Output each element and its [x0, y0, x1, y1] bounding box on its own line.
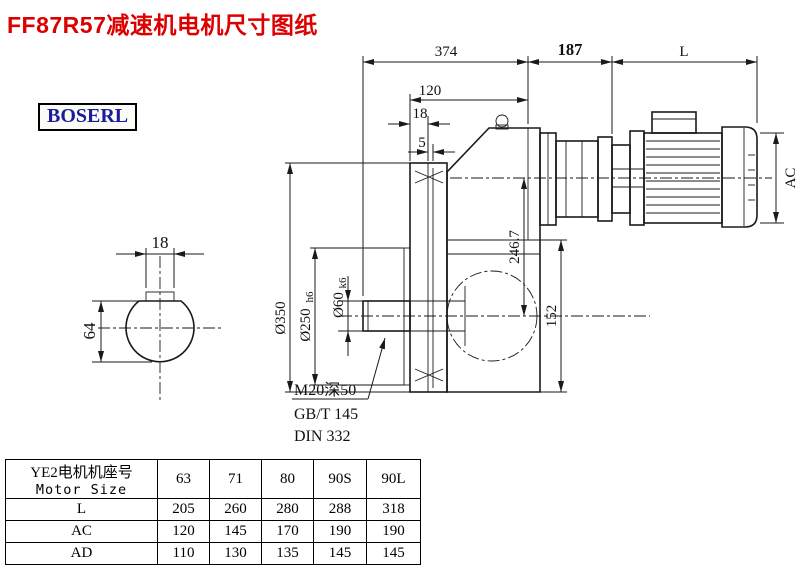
dim-L-label: L [679, 44, 688, 60]
table-cell: 130 [209, 542, 262, 565]
fan-cover [721, 126, 758, 228]
dim-AC-label: AC [783, 168, 799, 189]
table-cell: 170 [261, 520, 314, 543]
table-cell: 145 [209, 520, 262, 543]
table-cell: 280 [261, 498, 314, 521]
gear-housing [446, 127, 541, 393]
dim-246-7-label: 246.7 [507, 230, 523, 264]
table-header-size-90L: 90L [366, 459, 421, 499]
table-cell: 135 [261, 542, 314, 565]
dim-dia60-label: Ø60 [331, 292, 347, 318]
table-header-size-80: 80 [261, 459, 314, 499]
dim-5-label: 5 [418, 135, 426, 151]
table-row-L: L 205 260 280 288 318 [5, 498, 421, 521]
dim-dia250-label: Ø250 [298, 308, 314, 341]
dim-152-label: 152 [544, 305, 560, 328]
table-header-size-71: 71 [209, 459, 262, 499]
table-row-label: AC [5, 520, 158, 543]
terminal-box [651, 111, 697, 134]
dim-key-width-label: 18 [152, 233, 169, 252]
lifting-eye [495, 114, 509, 128]
table-header-motor-size: YE2电机机座号 Motor Size [5, 459, 158, 499]
adapter-flange [597, 136, 613, 222]
mounting-flange [409, 162, 448, 393]
motor-fins [646, 140, 720, 214]
dim-dia250-tolerance: h6 [304, 291, 316, 303]
flange-spigot [403, 247, 411, 386]
technical-drawing: 18 64 [80, 40, 799, 445]
note-leader-line [367, 337, 386, 400]
table-row-AC: AC 120 145 170 190 190 [5, 520, 421, 543]
gear-pitch-circle [446, 270, 538, 362]
dim-dia60-tolerance: k6 [337, 277, 349, 289]
dimensions: 374 187 L 120 18 5 AC 246.7 [273, 40, 799, 393]
table-cell: 190 [313, 520, 367, 543]
table-cell: 145 [366, 542, 421, 565]
second-stage-reducer [555, 140, 599, 218]
note-din: DIN 332 [294, 428, 350, 445]
dim-374-label: 374 [435, 44, 458, 60]
dim-18-label: 18 [413, 106, 428, 122]
shaft-section-circle [125, 300, 195, 363]
table-cell: 288 [313, 498, 367, 521]
table-cell: 205 [157, 498, 210, 521]
dim-120-label: 120 [419, 83, 442, 99]
table-cell: 190 [366, 520, 421, 543]
table-header-cn: YE2电机机座号 [30, 464, 133, 481]
table-header-row: YE2电机机座号 Motor Size 63 71 80 90S 90L [5, 459, 421, 499]
dim-key-height-label: 64 [80, 322, 99, 340]
table-row-label: L [5, 498, 158, 521]
dim-187-label: 187 [558, 40, 583, 59]
brand-logo: BOSERL [38, 103, 138, 131]
table-cell: 110 [157, 542, 210, 565]
dim-dia350-label: Ø350 [273, 301, 289, 334]
main-side-view [340, 111, 772, 393]
page-title: FF87R57减速机电机尺寸图纸 [7, 12, 318, 38]
table-cell: 120 [157, 520, 210, 543]
table-cell: 260 [209, 498, 262, 521]
table-header-size-90S: 90S [313, 459, 367, 499]
motor-size-table: YE2电机机座号 Motor Size 63 71 80 90S 90L L 2… [5, 459, 421, 565]
table-row-label: AD [5, 542, 158, 565]
table-cell: 318 [366, 498, 421, 521]
note-gbt: GB/T 145 [294, 406, 358, 423]
motor-adapter [611, 144, 631, 214]
table-row-AD: AD 110 130 135 145 145 [5, 542, 421, 565]
notes: M20深50 GB/T 145 DIN 332 [292, 337, 386, 445]
table-header-size-63: 63 [157, 459, 210, 499]
note-m20: M20深50 [294, 381, 356, 399]
table-header-en: Motor Size [35, 481, 128, 498]
shaft-section-view: 18 64 [80, 233, 224, 400]
table-cell: 145 [313, 542, 367, 565]
